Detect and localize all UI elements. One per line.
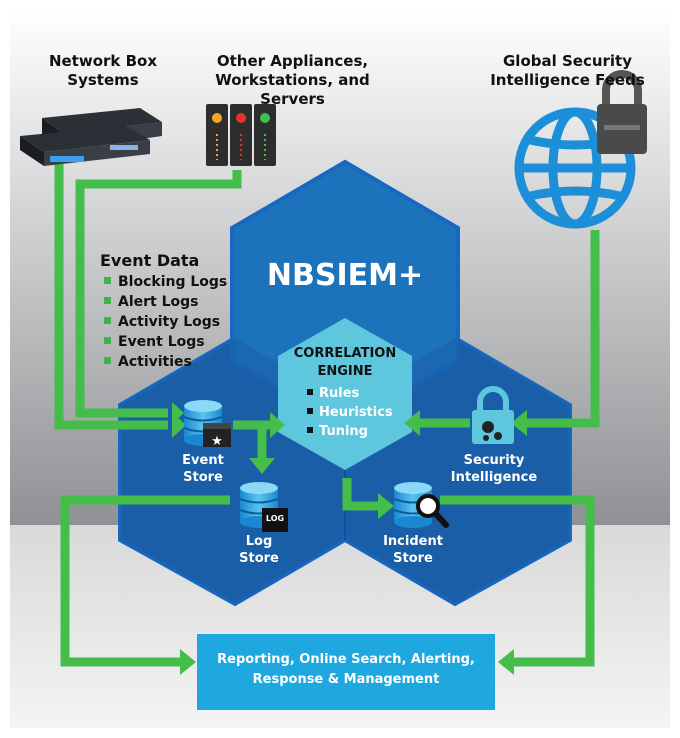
incident-store-label-line2: Store [393, 551, 433, 566]
log-store-label-line1: Log [245, 534, 273, 549]
engine-list: Rules Heuristics Tuning [307, 384, 393, 441]
arrowhead-output-left [180, 649, 196, 675]
arrow-log-store-to-output [60, 495, 230, 667]
appliances-label: Other Appliances, Workstations, and Serv… [215, 52, 370, 108]
incident-store-label-line1: Incident [383, 534, 443, 549]
log-store-label-line2: Store [239, 551, 279, 566]
intel-feeds-label: Global Security Intelligence Feeds [490, 52, 645, 89]
event-store-label: Event Store [168, 452, 238, 486]
arrowhead-engine-right [404, 410, 420, 436]
event-data-list: Blocking Logs Alert Logs Activity Logs E… [104, 272, 227, 372]
security-intelligence-label: Security Intelligence [446, 452, 542, 486]
event-store-db-icon: ★ [183, 400, 231, 449]
arrow-engine-to-incident-store [342, 478, 380, 511]
security-intelligence-label-line2: Intelligence [450, 470, 538, 485]
arrowhead-output-right [498, 649, 514, 675]
product-title: NBSIEM+ [266, 258, 424, 293]
engine-title: CORRELATION ENGINE [278, 345, 412, 381]
event-data-item: Blocking Logs [104, 272, 227, 292]
engine-item: Tuning [307, 422, 393, 441]
output-label-line1: Reporting, Online Search, Alerting, [217, 652, 475, 667]
security-intelligence-label-line1: Security [463, 453, 525, 468]
arrow-incident-store-to-output [440, 495, 595, 667]
engine-title-line1: CORRELATION [293, 346, 397, 361]
incident-store-db-icon [393, 482, 449, 528]
arrowhead-security-intel [511, 410, 527, 436]
event-data-item: Alert Logs [104, 292, 227, 312]
output-box [197, 634, 495, 710]
servers-icon [206, 104, 276, 166]
arrow-appliances-to-event-store [75, 170, 242, 418]
svg-text:★: ★ [211, 434, 223, 449]
event-data-title: Event Data [100, 251, 200, 270]
log-store-label: Log Store [224, 533, 294, 567]
event-store-label-line1: Event [182, 453, 224, 468]
arrow-network-to-event-store [54, 158, 168, 430]
output-label: Reporting, Online Search, Alerting, Resp… [197, 650, 495, 690]
engine-title-line2: ENGINE [317, 364, 373, 379]
engine-item: Rules [307, 384, 393, 403]
security-intelligence-lock-icon [472, 386, 514, 444]
log-badge: LOG [265, 514, 285, 523]
output-label-line2: Response & Management [252, 672, 440, 687]
network-box-icon [20, 108, 162, 166]
arrowhead-incident-store [378, 493, 394, 519]
log-store-db-icon [239, 482, 288, 532]
engine-item: Heuristics [307, 403, 393, 422]
event-data-item: Activities [104, 352, 227, 372]
network-box-label: Network Box Systems [48, 52, 158, 89]
incident-store-label: Incident Store [373, 533, 453, 567]
arrowhead-event-store-b [172, 402, 184, 424]
event-store-label-line2: Store [183, 470, 223, 485]
padlock-icon [597, 70, 647, 154]
arrowhead-engine-left [270, 412, 285, 438]
event-data-item: Event Logs [104, 332, 227, 352]
arrow-intel-feeds [527, 230, 600, 428]
event-data-item: Activity Logs [104, 312, 227, 332]
arrowhead-log-store [249, 458, 275, 474]
